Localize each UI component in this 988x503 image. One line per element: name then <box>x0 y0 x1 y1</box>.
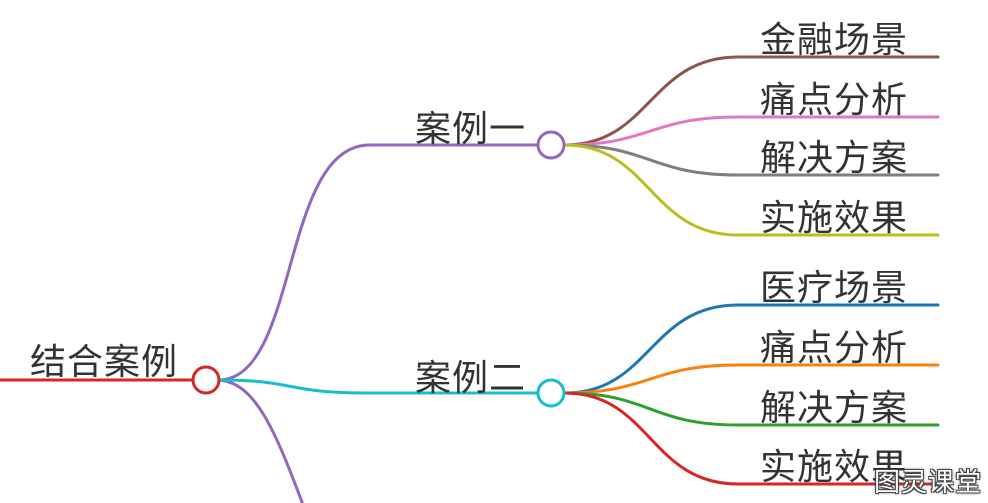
connector-case-1-leaf-3 <box>563 143 940 177</box>
leaf-label-case-2-results: 实施效果 <box>760 447 909 488</box>
leaf-label-case-1-scene: 金融场景 <box>760 20 909 61</box>
connector-case-1-leaf-4 <box>563 143 940 237</box>
leaf-label-case-2-scene: 医疗场景 <box>760 268 909 309</box>
root-node-label: 结合案例 <box>30 342 179 383</box>
connector-root-to-case-2 <box>216 378 372 395</box>
leaf-label-case-1-pain-points: 痛点分析 <box>760 80 909 121</box>
connector-case-2-leaf-4 <box>563 391 940 486</box>
connector-case-2-leaf-1 <box>563 303 940 395</box>
connector-case-2-leaf-2 <box>563 363 940 395</box>
connector-root-to-case-1 <box>216 143 372 382</box>
leaf-label-case-1-results: 实施效果 <box>760 198 909 239</box>
offscreen-branch-connector <box>214 378 304 503</box>
branch-node-case-2[interactable] <box>536 378 566 408</box>
root-node[interactable] <box>191 365 221 395</box>
leaf-label-case-2-pain-points: 痛点分析 <box>760 328 909 369</box>
branch-node-label-case-1: 案例一 <box>415 109 527 150</box>
connector-case-2-leaf-3 <box>563 391 940 427</box>
branch-node-case-1[interactable] <box>536 130 566 160</box>
branch-node-label-case-2: 案例二 <box>415 358 527 399</box>
connector-case-1-leaf-1 <box>563 55 940 147</box>
leaf-label-case-2-solution: 解决方案 <box>760 388 909 429</box>
watermark-text: 图灵课堂 <box>873 468 982 498</box>
leaf-label-case-1-solution: 解决方案 <box>760 138 909 179</box>
connector-case-1-leaf-2 <box>563 115 940 147</box>
